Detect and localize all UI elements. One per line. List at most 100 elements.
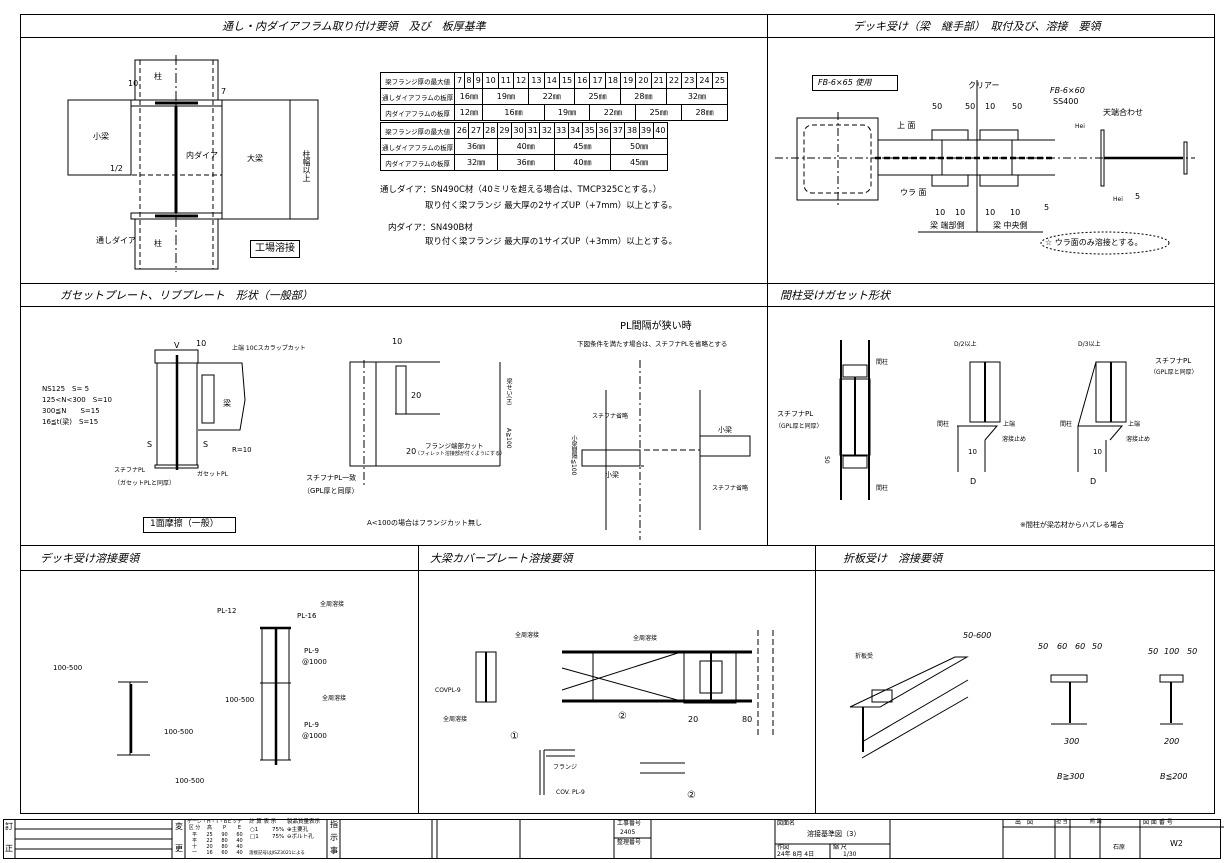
title-block-lines (3, 819, 1224, 859)
dim-60: 60 (1057, 642, 1068, 651)
label-top: 上端 (1003, 421, 1016, 428)
label-center-side: 梁 中央側 (993, 221, 1028, 230)
label-stiffener: スチフナPL (777, 410, 814, 418)
flange-thickness-cell: 14 (543, 72, 560, 89)
inner-dia-thickness-cell: 28㎜ (681, 104, 728, 121)
issue-label: 出 図 (1015, 819, 1034, 826)
callout-2: ② (618, 711, 627, 722)
drawing-no-label: 図 面 番 号 (1143, 819, 1173, 826)
row-label: 内ダイアフラムの板厚 (379, 154, 456, 171)
label-column-top: 柱 (154, 72, 162, 81)
label-v: V (174, 341, 180, 350)
friction-box-label: 1面摩擦（一般） (150, 519, 219, 529)
flange-thickness-cell: 35 (581, 122, 598, 139)
calc-row: □1 (250, 834, 259, 840)
label-end-side: 梁 端部側 (930, 221, 965, 230)
flange-thickness-cell: 36 (596, 122, 612, 139)
inner-dia-thickness-cell: 19㎜ (543, 104, 591, 121)
check-label: 照 図 (1090, 819, 1102, 825)
label-pitch-1000: @1000 (302, 732, 327, 740)
label-inner-dia: 内ダイア (186, 151, 218, 160)
dim-10: 10 (968, 448, 977, 456)
pitch-cell: 平 (191, 837, 197, 844)
s-rule-3: 300≦N S=15 (42, 407, 100, 415)
weld-5b: 5 (1135, 192, 1141, 201)
dim-10: 10 (935, 208, 946, 217)
dim-10: 10 (955, 208, 966, 217)
flange-thickness-cell: 33 (553, 122, 569, 139)
pitch-cell: 60 (221, 850, 228, 857)
folded-plate-detail (849, 656, 1184, 759)
hole-main: ⊕主要孔 (287, 827, 309, 833)
inner-dia-thickness-cell: 25㎜ (635, 104, 683, 121)
row-label: 通しダイアフラムの板厚 (379, 138, 456, 155)
instruction-label: 示 (330, 833, 338, 842)
section-title-deck-weld: デッキ受け溶接要領 (40, 552, 139, 565)
label-back-face: ウラ 面 (900, 188, 927, 197)
row-label: 内ダイアフラムの板厚 (379, 104, 456, 121)
flange-thickness-cell: 22 (665, 72, 683, 89)
label-omit-stiffener: スチフナ省略 (592, 413, 629, 420)
row-label: 梁フランジ厚の最大値 (379, 122, 456, 139)
flange-thickness-cell: 30 (510, 122, 527, 139)
drawn-label: 作図 (777, 844, 790, 851)
inner-dia-thickness-cell: 40㎜ (553, 154, 612, 171)
dim-half: 1/2 (110, 164, 123, 173)
section-title-folded-plate: 折板受け 溶接要領 (843, 552, 942, 565)
dim-10: 10 (128, 79, 139, 88)
dim-50: 50 (1038, 642, 1049, 651)
inner-dia-thickness-cell: 16㎜ (482, 104, 545, 121)
flange-thickness-cell: 37 (610, 122, 626, 139)
pitch-cell: 80 (221, 837, 228, 844)
dim-d: D (970, 477, 977, 486)
cover-plate-detail (475, 630, 774, 795)
label-stiffener-note: （ガセットPLと同厚） (114, 480, 175, 487)
dim-d: D (1090, 477, 1097, 486)
flange-thickness-cell: 8 (463, 72, 475, 89)
label-stiffener-match-note: （GPL厚と同厚） (303, 487, 359, 495)
note-stud-offset: ※間柱が梁芯材からハズレる場合 (1020, 521, 1124, 529)
dim-20: 20 (411, 391, 422, 400)
flange-thickness-cell: 12 (512, 72, 530, 89)
dim-10: 10 (1010, 208, 1021, 217)
callout-1: ① (510, 731, 519, 742)
section-title-deck-joint: デッキ受け（梁 継手部） 取付及び、溶接 要領 (853, 20, 1101, 33)
note-inner-dia: 内ダイア：SN490B材 (388, 223, 473, 233)
label-clear: クリアー (968, 81, 1000, 90)
section-title-stud-gusset: 間柱受けガセット形状 (780, 289, 890, 302)
weld-pitch: 100-500 (225, 696, 255, 704)
label-all-round-weld: 全周溶接 (320, 601, 345, 608)
label-weld-stop: 溶接止め (1126, 436, 1151, 443)
pitch-cell: 40 (236, 844, 243, 851)
back-weld-note: ☆ ウラ面のみ溶接とする。 (1045, 238, 1143, 247)
inner-dia-thickness-cell: 12㎜ (454, 104, 484, 121)
dim-20b: 20 (406, 447, 417, 456)
label-beam-gap: 小梁間隔≦100 (570, 435, 577, 476)
through-dia-thickness-cell: 16㎜ (454, 88, 484, 105)
label-stud: 間柱 (1060, 421, 1073, 428)
scale-value: 1/30 (843, 851, 857, 858)
flange-thickness-cell: 11 (497, 72, 515, 89)
label-small-beam: 小梁 (605, 471, 619, 479)
flange-thickness-cell: 34 (567, 122, 583, 139)
label-beam-height: 梁せい(H) (505, 378, 512, 406)
calc-row-value: 75% (272, 834, 285, 840)
label-big-beam: 大梁 (247, 154, 263, 163)
pitch-cell: 80 (221, 844, 228, 851)
deck-joint-detail (775, 75, 1195, 255)
flange-thickness-cell: 15 (558, 72, 576, 89)
row-label: 梁フランジ厚の最大値 (379, 72, 456, 89)
inner-dia-thickness-cell: 22㎜ (589, 104, 637, 121)
label-small-beam: 小梁 (93, 132, 109, 141)
calc-title: 計 算 表 示 (249, 819, 277, 825)
inner-dia-thickness-cell: 36㎜ (496, 154, 555, 171)
label-fb: FB-6×60 (1050, 86, 1085, 95)
